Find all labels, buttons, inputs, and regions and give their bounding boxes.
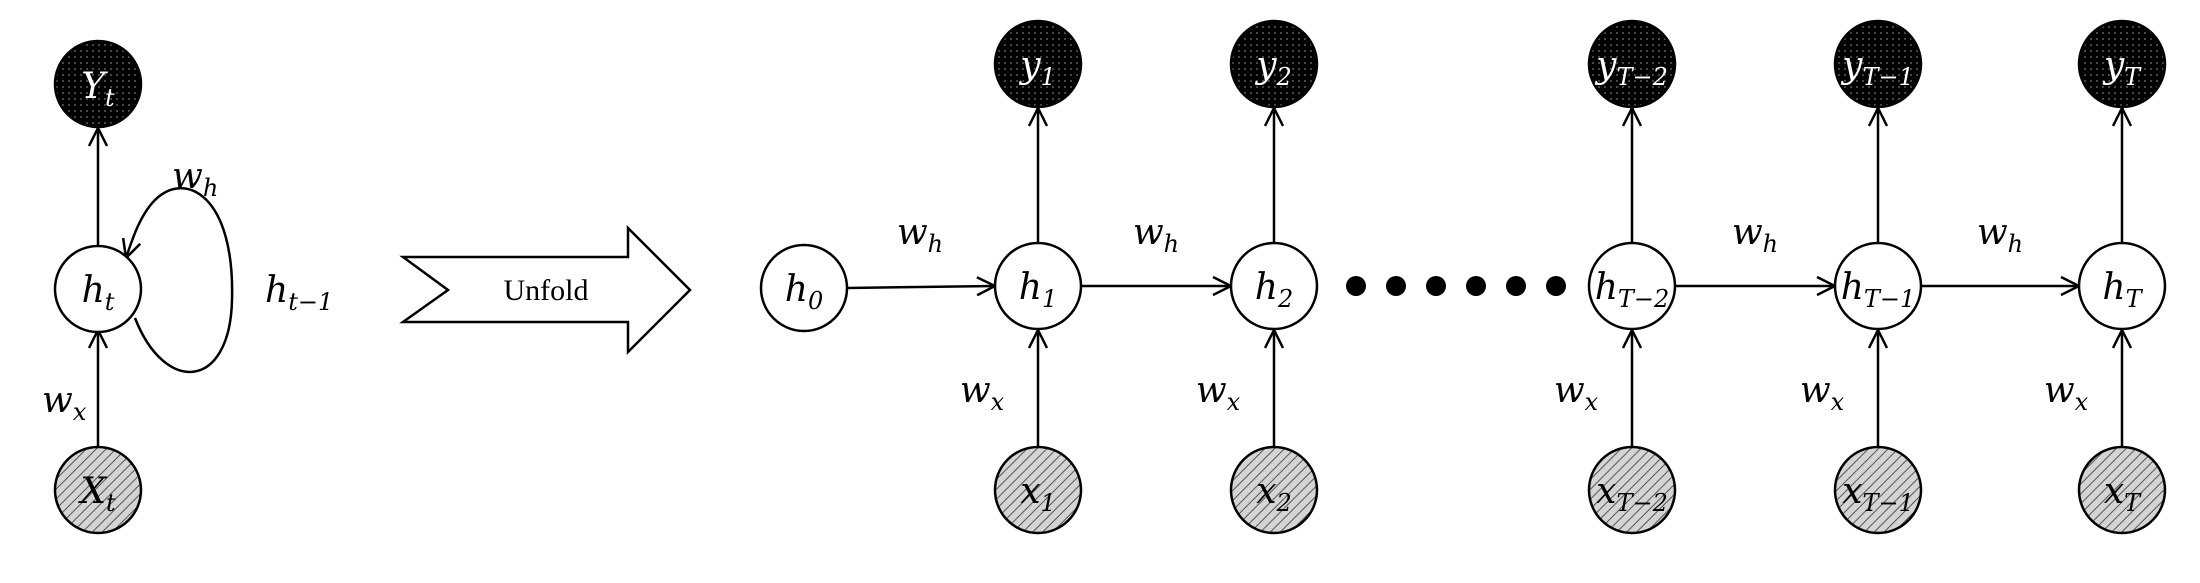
input-label-4: xT−1 — [1842, 471, 1914, 517]
unfold-label: Unfold — [504, 274, 589, 307]
ellipsis-dot — [1466, 276, 1486, 296]
folded-rnn: Yt ht Xt wh wx ht−1 — [42, 39, 333, 535]
hidden-label-2: h2 — [1255, 267, 1293, 313]
time-step-1: y1 h1 x1 — [993, 19, 1083, 535]
hidden-label-5: hT — [2102, 267, 2143, 313]
hidden-node-4 — [1833, 241, 1923, 331]
output-node-4 — [1833, 19, 1923, 109]
initial-state-label: h0 — [785, 269, 823, 315]
hidden-label-4: hT−1 — [1841, 267, 1916, 313]
output-label-4: yT−1 — [1840, 45, 1914, 91]
hidden-node-2 — [1229, 241, 1319, 331]
input-node-4 — [1833, 445, 1923, 535]
sequence-ellipsis — [1346, 276, 1566, 296]
output-label-2: y2 — [1254, 45, 1292, 91]
input-node-5 — [2077, 445, 2167, 535]
output-label-5: yT — [2102, 45, 2142, 91]
folded-output-label: Yt — [81, 66, 115, 112]
hidden-label-3: hT−2 — [1595, 267, 1670, 313]
output-node-5 — [2077, 19, 2167, 109]
input-weight-label-2: wx — [1196, 370, 1241, 416]
unfolded-rnn: h0 wh wx wx wx wx wx wh wh wh y1 h1 x1 y2 h2 x2 yT−2 hT… — [759, 19, 2167, 535]
output-label-3: yT−2 — [1594, 45, 1668, 91]
folded-output-node — [53, 39, 143, 129]
input-weight-label-5: wx — [2044, 370, 2089, 416]
input-label-2: x2 — [1256, 471, 1292, 517]
input-label-1: x1 — [1020, 471, 1056, 517]
ellipsis-dot — [1386, 276, 1406, 296]
recurrent-weight-label-initial: wh — [897, 212, 943, 258]
input-weight-label-4: wx — [1800, 370, 1845, 416]
output-node-1 — [993, 19, 1083, 109]
input-weight-label-3: wx — [1554, 370, 1599, 416]
ellipsis-dot — [1506, 276, 1526, 296]
recurrent-weight-label-3-4: wh — [1732, 212, 1778, 258]
unfolded-steps: y1 h1 x1 y2 h2 x2 yT−2 hT−2 xT−2 yT−1 hT−1 xT−1 yT hT… — [993, 19, 2167, 535]
input-node-1 — [993, 445, 1083, 535]
folded-input-node — [53, 445, 143, 535]
unfold-arrow: Unfold — [399, 224, 692, 356]
hidden-node-5 — [2077, 241, 2167, 331]
folded-hidden-label: ht — [82, 270, 115, 316]
folded-previous-state-label: ht−1 — [265, 270, 333, 316]
time-step-5: yT hT xT — [2077, 19, 2167, 535]
input-weight-label-1: wx — [960, 370, 1005, 416]
ellipsis-dot — [1346, 276, 1366, 296]
recurrent-weight-label-1-2: wh — [1133, 212, 1179, 258]
folded-recurrent-weight-label: wh — [172, 156, 218, 202]
time-step-2: y2 h2 x2 — [1229, 19, 1319, 535]
hidden-node-1 — [993, 241, 1083, 331]
output-node-2 — [1229, 19, 1319, 109]
hidden-label-1: h1 — [1019, 267, 1057, 313]
time-step-3: yT−2 hT−2 xT−2 — [1587, 19, 1677, 535]
folded-self-loop-edge — [126, 186, 234, 373]
unfolded-edges: wh wx wx wx wx wx wh wh wh — [846, 108, 2122, 447]
unfold-arrow-shape — [399, 224, 692, 356]
folded-input-weight-label: wx — [42, 380, 87, 426]
output-node-3 — [1587, 19, 1677, 109]
ellipsis-dot — [1546, 276, 1566, 296]
input-node-2 — [1229, 445, 1319, 535]
output-label-1: y1 — [1018, 45, 1056, 91]
hidden-node-3 — [1587, 241, 1677, 331]
folded-input-label: Xt — [77, 471, 116, 517]
ellipsis-dot — [1426, 276, 1446, 296]
time-step-4: yT−1 hT−1 xT−1 — [1833, 19, 1923, 535]
folded-hidden-node — [53, 244, 143, 334]
recurrent-edge-initial — [846, 286, 995, 288]
recurrent-weight-label-4-5: wh — [1977, 212, 2023, 258]
input-label-5: xT — [2104, 471, 2142, 517]
input-label-3: xT−2 — [1596, 471, 1668, 517]
input-node-3 — [1587, 445, 1677, 535]
